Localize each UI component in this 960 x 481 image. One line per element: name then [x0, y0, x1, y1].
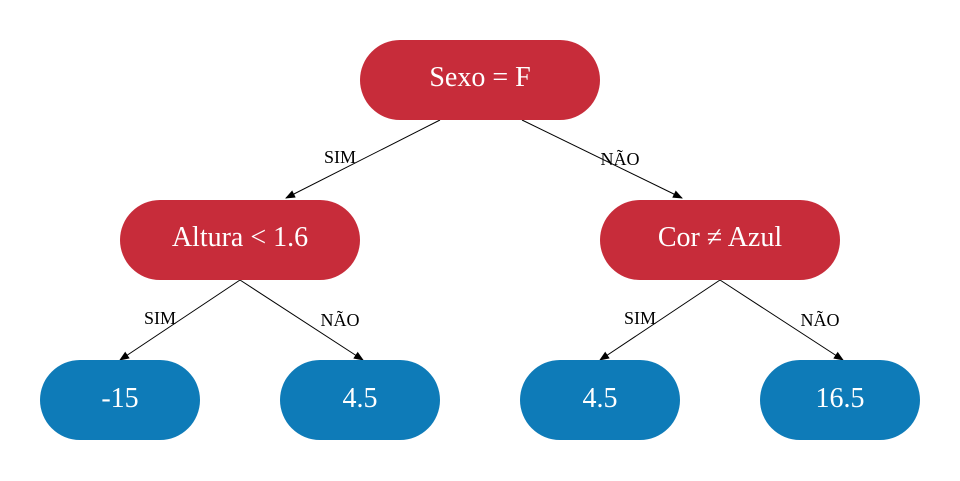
- decision-node-left: Altura < 1.6: [120, 200, 360, 280]
- leaf-node-4: 16.5: [760, 360, 920, 440]
- leaf-node-3-label: 4.5: [583, 383, 618, 414]
- leaf-node-3: 4.5: [520, 360, 680, 440]
- edge-root-left: [285, 119, 441, 199]
- decision-node-right-shape: [600, 200, 840, 280]
- leaf-node-1-label: -15: [101, 383, 138, 414]
- decision-node-left-shape: [120, 200, 360, 280]
- decision-node-left-label: Altura < 1.6: [172, 222, 308, 253]
- edges: [119, 119, 844, 361]
- edge-right-leaf4: [719, 279, 844, 361]
- edge-label-left-leaf2: NÃO: [321, 309, 360, 330]
- leaf-node-2: 4.5: [280, 360, 440, 440]
- edge-label-left-leaf1: SIM: [144, 308, 176, 328]
- leaf-node-2-label: 4.5: [343, 383, 378, 414]
- decision-node-root-shape: [360, 40, 600, 120]
- edge-label-right-leaf4: NÃO: [801, 309, 840, 330]
- edge-label-root-left: SIM: [324, 147, 356, 167]
- edge-labels: SIM NÃO SIM NÃO SIM NÃO: [144, 147, 840, 330]
- edge-root-right: [521, 119, 683, 199]
- edge-left-leaf2: [239, 279, 364, 361]
- decision-node-right: Cor ≠ Azul: [600, 200, 840, 280]
- leaf-node-3-shape: [520, 360, 680, 440]
- edge-label-right-leaf3: SIM: [624, 308, 656, 328]
- leaf-node-1: -15: [40, 360, 200, 440]
- leaf-node-1-shape: [40, 360, 200, 440]
- edge-label-root-right: NÃO: [601, 148, 640, 169]
- decision-node-right-label: Cor ≠ Azul: [658, 222, 782, 253]
- edge-left-leaf1: [119, 279, 241, 361]
- leaf-node-4-shape: [760, 360, 920, 440]
- edge-right-leaf3: [599, 279, 721, 361]
- decision-node-root-label: Sexo = F: [429, 62, 530, 93]
- leaf-node-2-shape: [280, 360, 440, 440]
- leaf-node-4-label: 16.5: [816, 383, 865, 414]
- decision-node-root: Sexo = F: [360, 40, 600, 120]
